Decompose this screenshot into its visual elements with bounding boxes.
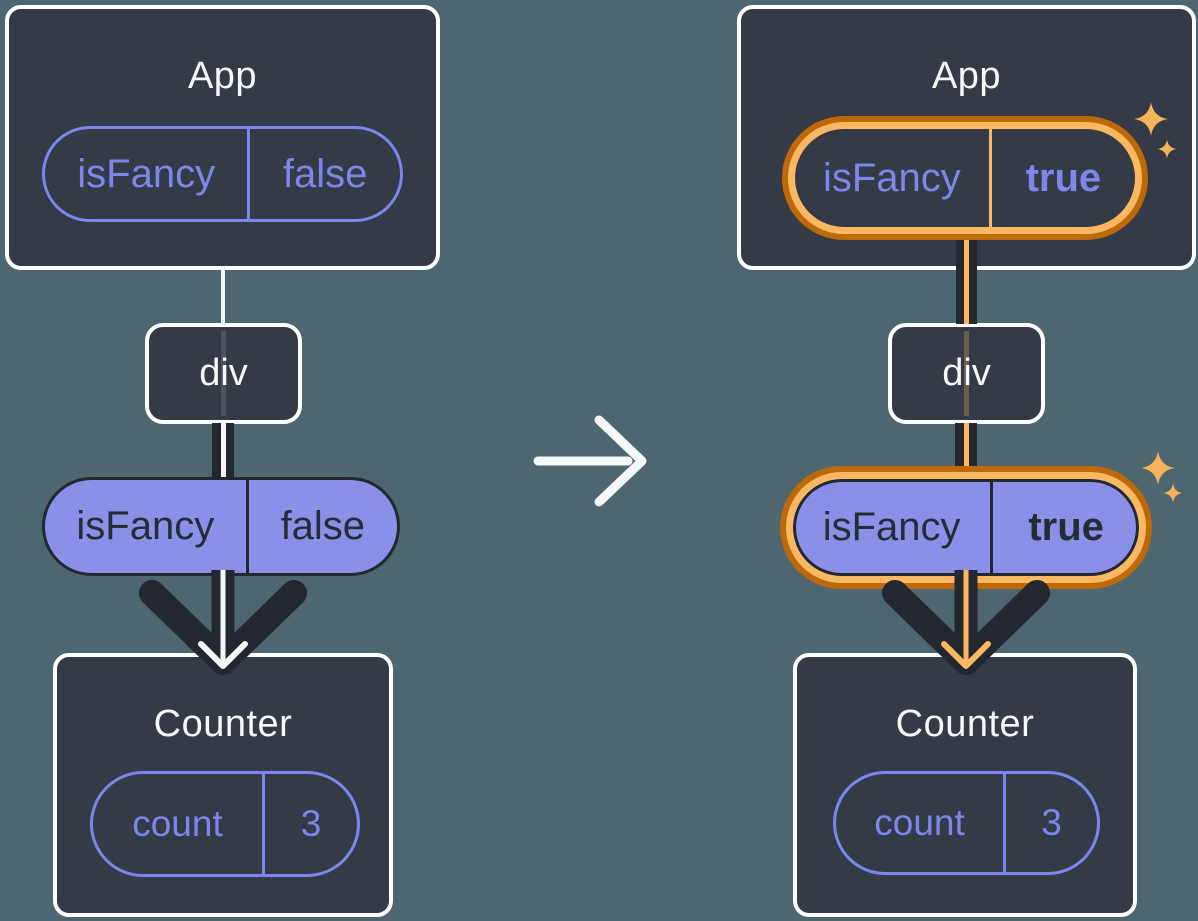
before-div-label: div [199, 352, 248, 394]
after-app-prop-pill: isFancy true [788, 122, 1142, 234]
before-counter-state-name: count [93, 774, 265, 874]
before-arrow-down-icon [139, 570, 307, 675]
after-prop-pill: isFancy true [786, 472, 1146, 583]
after-counter-state-pill: count 3 [833, 771, 1100, 875]
before-prop-name: isFancy [45, 480, 249, 573]
after-counter-state-name: count [836, 774, 1007, 872]
before-div-pill-shaft-core [220, 423, 226, 481]
after-app-div-shaft-core [964, 234, 969, 324]
after-counter-state-value: 3 [1041, 802, 1062, 843]
after-app-prop-value: true [1025, 155, 1102, 200]
before-app-prop-name: isFancy [45, 129, 251, 219]
after-div-card: div [888, 323, 1045, 424]
before-app-div-connector [221, 266, 225, 326]
before-app-prop-pill: isFancy false [42, 126, 403, 222]
before-app-prop-value: false [282, 151, 368, 196]
after-arrow-down-icon [882, 570, 1050, 675]
before-prop-pill: isFancy false [42, 477, 400, 576]
before-counter-state-value: 3 [300, 803, 322, 844]
after-app-sparkles-icon [1134, 102, 1177, 159]
before-prop-value: false [280, 504, 366, 548]
after-div-label: div [942, 352, 991, 394]
after-div-flow-line [964, 331, 969, 416]
after-prop-value: true [1028, 505, 1104, 549]
before-div-flow-line [221, 331, 226, 416]
before-app-title: App [187, 55, 258, 97]
before-counter-state-pill: count 3 [90, 771, 360, 877]
after-counter-title: Counter [895, 703, 1035, 745]
transition-arrow-right-icon [533, 415, 647, 507]
after-prop-name: isFancy [793, 479, 994, 576]
after-div-pill-shaft-core [963, 423, 969, 481]
after-app-title: App [931, 55, 1002, 97]
after-app-prop-name: isFancy [795, 129, 992, 227]
after-prop-sparkles-icon [1141, 451, 1183, 503]
before-div-card: div [145, 323, 302, 424]
before-counter-title: Counter [153, 703, 293, 745]
